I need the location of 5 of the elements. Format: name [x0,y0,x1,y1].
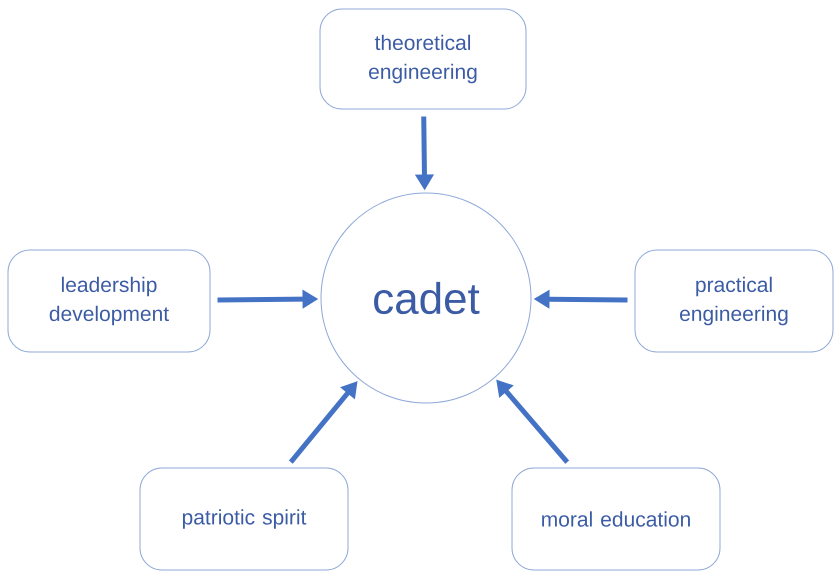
topic-box: moral education [512,468,720,570]
topic-box: leadership development [8,250,210,352]
topic-box: practical engineering [634,250,834,352]
topic-box: patriotic spirit [140,468,348,570]
topic-box: theoretical engineering [320,8,526,110]
